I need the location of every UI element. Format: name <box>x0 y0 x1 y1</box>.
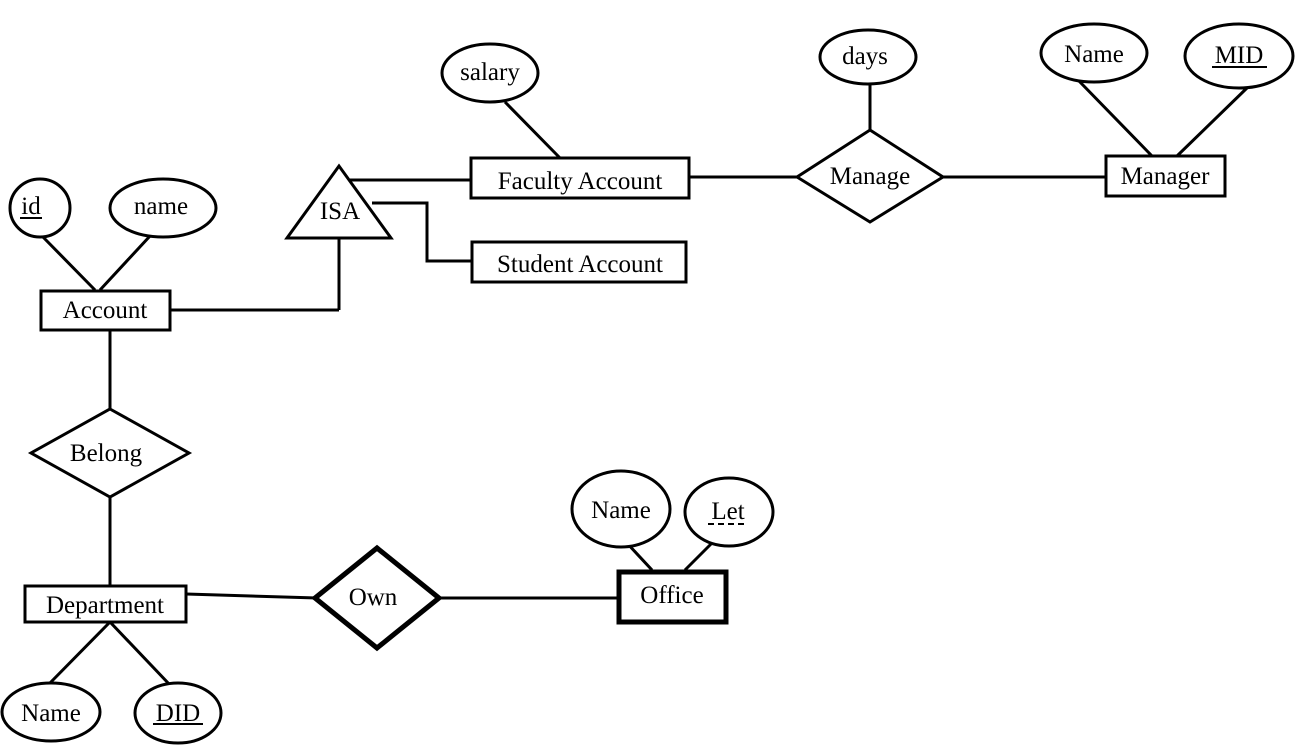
entity-manager: Manager <box>1104 154 1227 198</box>
attribute-office-name: Name <box>570 469 672 549</box>
line-name-account <box>98 234 152 292</box>
attribute-days-label: days <box>842 43 888 70</box>
attribute-manager-name: Name <box>1039 22 1149 84</box>
attribute-manager-mid-label: MID <box>1215 42 1264 69</box>
entity-student-account: Student Account <box>470 240 688 284</box>
attribute-dept-did: DID <box>133 681 223 745</box>
attribute-days: days <box>818 28 918 86</box>
attribute-account-id: id <box>8 177 72 239</box>
entity-office-label: Office <box>640 582 703 609</box>
line-manager-mid <box>1175 85 1250 158</box>
attribute-salary-label: salary <box>460 59 520 86</box>
attribute-dept-name: Name <box>0 681 102 743</box>
relationship-belong-label: Belong <box>70 440 143 467</box>
line-id-account <box>40 234 97 292</box>
attribute-account-name-label: name <box>134 193 188 220</box>
entity-faculty-account-label: Faculty Account <box>498 168 663 195</box>
line-isa-student <box>372 201 472 263</box>
entity-account: Account <box>39 289 172 332</box>
relationship-manage: Manage <box>794 128 946 224</box>
attribute-office-name-label: Name <box>591 497 651 524</box>
entity-manager-label: Manager <box>1121 163 1211 190</box>
line-manager-name <box>1077 79 1154 158</box>
relationship-own: Own <box>311 544 443 652</box>
attribute-manager-name-label: Name <box>1064 41 1124 68</box>
attribute-account-name: name <box>108 177 218 239</box>
attribute-office-let: Let <box>683 476 775 548</box>
line-office-let <box>683 541 714 572</box>
relationship-manage-label: Manage <box>830 163 911 190</box>
isa-label: ISA <box>320 198 360 225</box>
entity-office: Office <box>616 569 729 625</box>
entity-department: Department <box>23 584 188 624</box>
attribute-manager-mid: MID <box>1183 22 1295 90</box>
entity-faculty-account: Faculty Account <box>469 156 691 200</box>
attribute-dept-name-label: Name <box>21 700 81 727</box>
entity-department-label: Department <box>46 592 164 619</box>
attribute-account-id-label: id <box>21 193 41 220</box>
relationship-belong: Belong <box>27 407 193 499</box>
isa-triangle: ISA <box>284 163 394 240</box>
line-dept-did <box>108 620 172 687</box>
attribute-office-let-label: Let <box>711 498 744 525</box>
entity-account-label: Account <box>63 297 148 324</box>
entity-student-account-label: Student Account <box>497 251 663 278</box>
line-department-own <box>185 592 318 600</box>
attribute-salary: salary <box>440 42 540 104</box>
relationship-own-label: Own <box>349 584 398 611</box>
attribute-dept-did-label: DID <box>156 700 200 727</box>
line-salary-faculty <box>503 100 562 160</box>
line-dept-name <box>46 620 112 687</box>
